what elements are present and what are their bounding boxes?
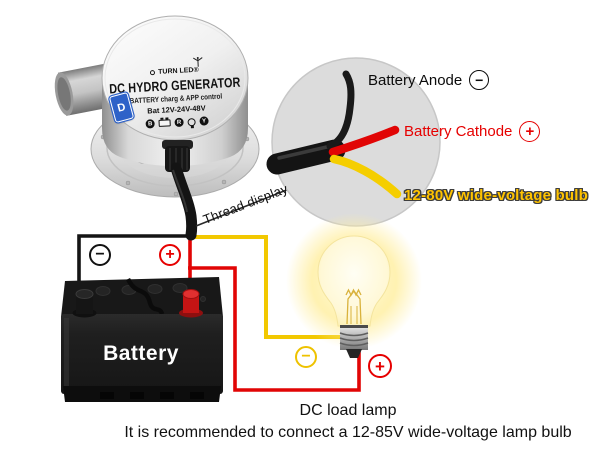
indicator-r-icon: R — [174, 117, 184, 128]
bulb-wire — [329, 154, 402, 199]
brand-logo-icon — [150, 70, 156, 76]
wire-red-to-lamp — [188, 266, 361, 392]
bulb-wire-label: 12-80V wide-voltage bulb — [404, 187, 589, 204]
battery-body — [61, 314, 223, 394]
face-rim — [104, 18, 246, 138]
anode-label-row: Battery Anode − — [368, 70, 490, 90]
cathode-label-row: Battery Cathode + — [404, 121, 541, 142]
cable-sheath — [266, 139, 346, 175]
lamp-positive-symbol: + — [368, 354, 392, 378]
dc-load-lamp — [286, 213, 422, 358]
cable-sheath-highlight — [277, 144, 333, 160]
battery-unit — [61, 277, 223, 402]
cathode-label: Battery Cathode — [404, 123, 513, 140]
generator-cable — [170, 162, 198, 241]
battery-base-notches — [100, 392, 204, 399]
battery-body-highlight — [64, 318, 69, 388]
wire-yellow — [190, 235, 344, 339]
indicator-b-icon: B — [145, 119, 155, 129]
cathode-wire — [328, 125, 400, 157]
anode-wire — [326, 70, 355, 150]
brand-label: TURN LED® — [158, 66, 199, 76]
dc-load-lamp-caption: DC load lamp — [299, 402, 397, 419]
plus-icon: + — [519, 121, 541, 142]
battery-negative-symbol: − — [89, 244, 111, 266]
lamp-bulb-glass — [317, 235, 391, 327]
antenna-icon — [191, 54, 204, 67]
anode-label: Battery Anode — [368, 71, 463, 89]
generator-voltage: Bat 12V-24V-48V — [147, 103, 206, 116]
recommendation-caption: It is recommended to connect a 12-85V wi… — [124, 424, 572, 441]
battery-lid-cable — [125, 277, 165, 315]
lamp-negative-symbol: − — [295, 346, 317, 368]
zoom-callout — [266, 57, 441, 227]
battery-label: Battery — [103, 342, 179, 365]
generator-unit — [54, 15, 260, 241]
bulb-icon — [187, 117, 196, 126]
indicator-y-icon: Y — [199, 116, 209, 126]
battery-positive-terminal — [179, 289, 203, 318]
minus-icon: − — [469, 70, 490, 90]
app-icon-letter: D — [116, 100, 127, 115]
thread-leader-line — [195, 188, 290, 227]
battery-negative-terminal — [72, 289, 97, 318]
wire-black — [77, 234, 191, 293]
generator-cable-highlight — [172, 169, 188, 213]
bulb-filament — [345, 288, 362, 325]
brand-row: TURN LED® — [150, 67, 199, 77]
battery-positive-symbol: + — [159, 244, 181, 266]
battery-icon — [158, 119, 171, 127]
generator-face-print: TURN LED® DC HYDRO GENERATOR BATTERY cha… — [101, 52, 250, 130]
bulb-base — [339, 325, 369, 358]
